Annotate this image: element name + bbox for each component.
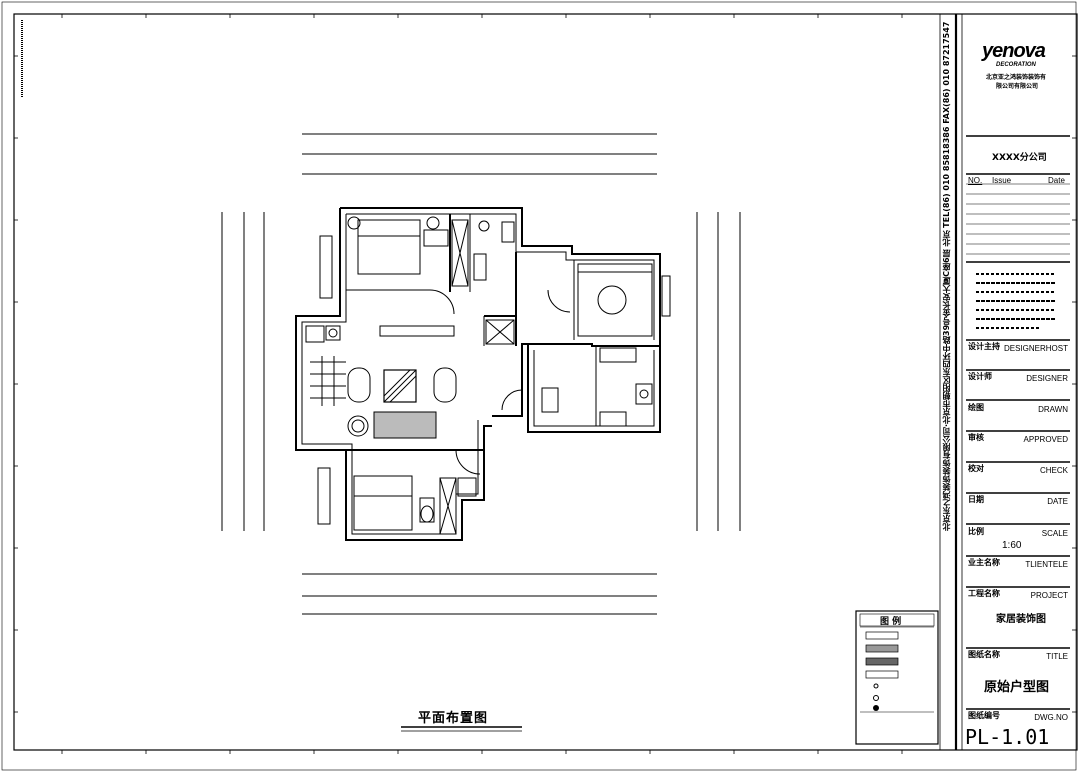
- legend-heading: 图 例: [880, 617, 902, 627]
- drawing-number-value: PL-1.01: [965, 725, 1050, 749]
- title-block-label-en: APPROVED: [1023, 435, 1068, 444]
- drawing-name-value: 原始户型图: [984, 680, 1050, 695]
- revision-no-label: NO.: [968, 176, 983, 185]
- title-block-label-en: DESIGNERHOST: [1003, 344, 1068, 353]
- title-block-label-en: PROJECT: [1030, 591, 1068, 600]
- title-block-label-cn: 图纸编号: [968, 711, 1000, 720]
- title-block-label-en: TLIENTELE: [1025, 560, 1068, 569]
- title-block-label-en: DATE: [1047, 497, 1068, 506]
- title-block-label-en: SCALE: [1041, 529, 1068, 538]
- revision-date-label: Date: [1048, 176, 1065, 185]
- title-block-label-cn: 设计主持: [968, 342, 1000, 351]
- company-name-line1: 北京亚之鸿装饰装饰有: [986, 74, 1047, 81]
- title-block-label-cn: 审核: [968, 433, 984, 442]
- scale-value: 1:60: [1002, 540, 1022, 551]
- drawing-title: 平面布置图: [418, 711, 489, 726]
- title-block-label-cn: 工程名称: [968, 589, 1000, 598]
- title-block-label-cn: 绘图: [968, 403, 984, 412]
- title-block-label-en: CHECK: [1039, 466, 1068, 475]
- title-block-label-cn: 设计师: [968, 372, 992, 381]
- company-contact-strip: 北京东之鸿装饰装饰有限公司·北京市朝阳区东四环中路39号金长安大厦C座6层 北京…: [942, 22, 951, 532]
- company-logo-sub: DECORATION: [996, 62, 1036, 68]
- title-block-label-en: DESIGNER: [1026, 374, 1068, 383]
- revision-issue-label: Issue: [992, 176, 1012, 185]
- title-block-label-cn: 图纸名称: [968, 650, 1000, 659]
- title-block-label-cn: 业主名称: [968, 558, 1000, 567]
- title-block-label-en: DRAWN: [1038, 405, 1068, 414]
- title-block-label-en: TITLE: [1046, 652, 1068, 661]
- title-block-label-cn: 日期: [968, 495, 984, 504]
- title-block-label-en: DWG.NO: [1034, 713, 1068, 722]
- company-logo: yenova: [982, 40, 1046, 62]
- branch-name: XXXX分公司: [992, 153, 1047, 163]
- company-name-line2: 限公司有限公司: [996, 83, 1039, 90]
- project-value: 家居装饰图: [996, 614, 1046, 625]
- title-block-label-cn: 比例: [968, 527, 984, 536]
- title-block-label-cn: 校对: [968, 464, 984, 473]
